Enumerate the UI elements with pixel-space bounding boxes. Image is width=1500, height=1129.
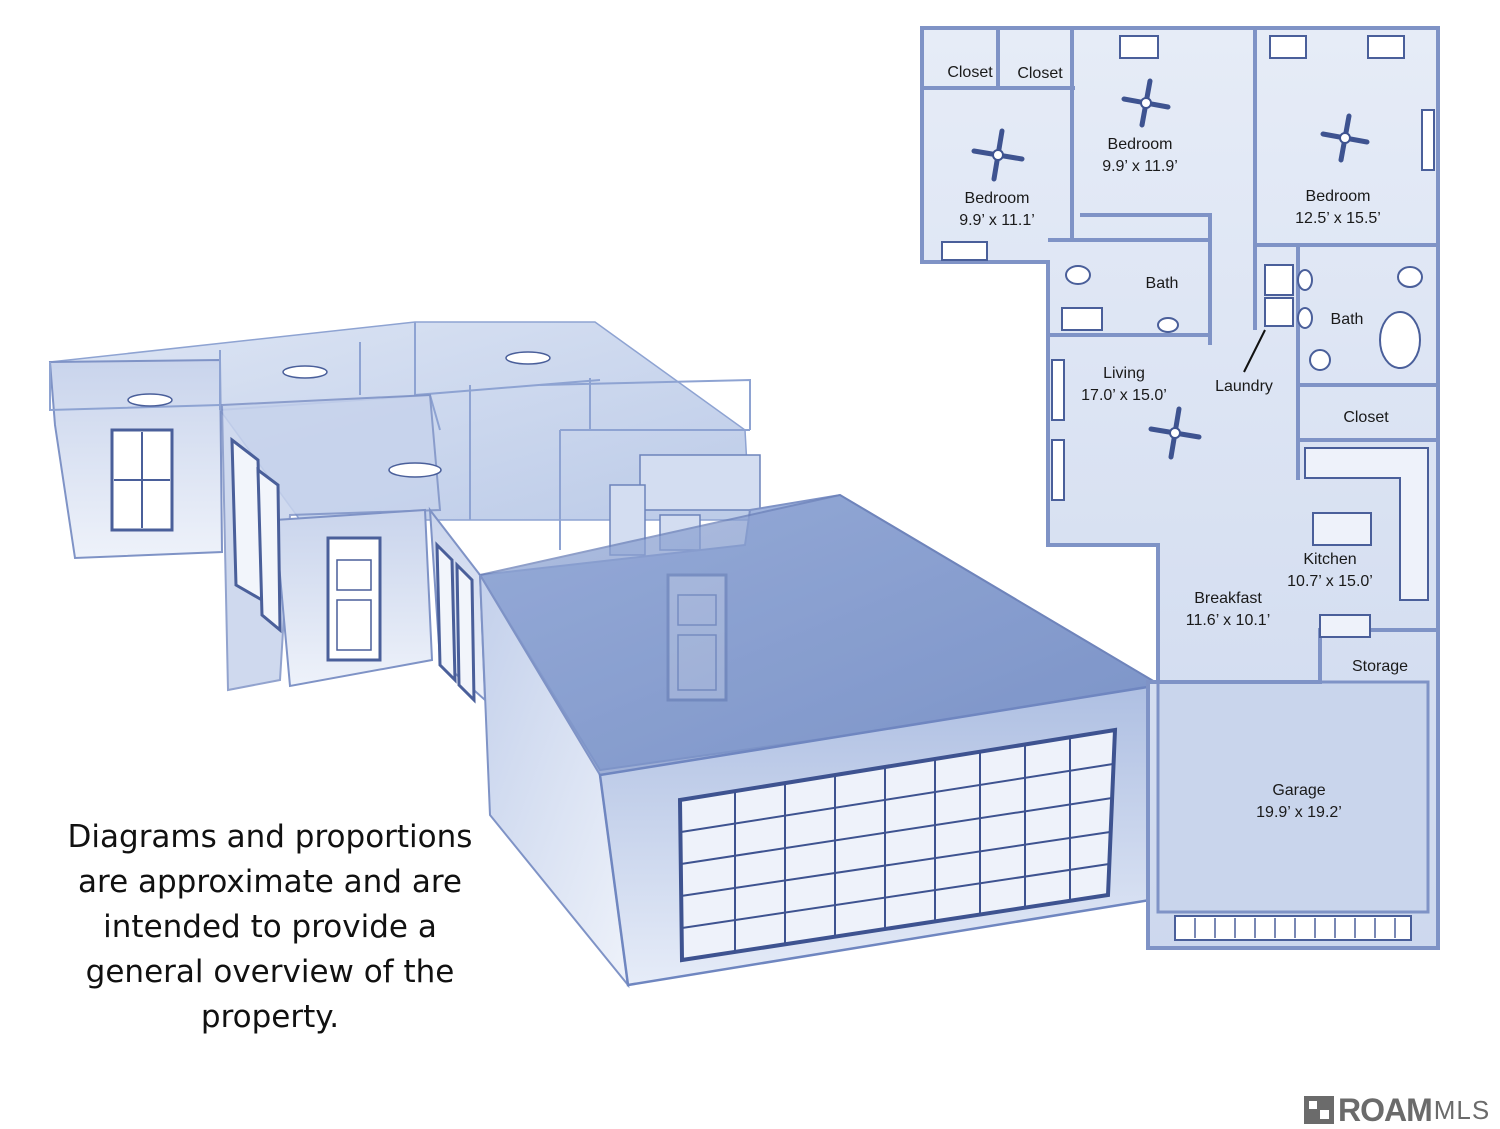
iso-living-windows <box>230 436 282 634</box>
room-dims-living: 17.0’ x 15.0’ <box>1081 387 1167 404</box>
room-name-bedroom-2: Bedroom <box>965 190 1030 207</box>
room-name-bedroom-3: Bedroom <box>1306 188 1371 205</box>
room-dims-kitchen: 10.7’ x 15.0’ <box>1287 573 1373 590</box>
plan-interior-walls <box>922 30 1438 684</box>
laundry-pointer <box>1243 329 1266 373</box>
room-dims-bedroom-2: 9.9’ x 11.1’ <box>959 212 1035 229</box>
roam-mls-logo: ROAM MLS <box>1304 1091 1491 1128</box>
room-name-bath-2: Bath <box>1331 311 1364 328</box>
room-dims-breakfast: 11.6’ x 10.1’ <box>1186 612 1271 629</box>
room-dims-bedroom-3: 12.5’ x 15.5’ <box>1295 210 1381 227</box>
logo-suffix: MLS <box>1433 1094 1491 1125</box>
room-dims-bedroom-1: 9.9’ x 11.9’ <box>1102 158 1178 175</box>
room-name-breakfast: Breakfast <box>1194 590 1262 607</box>
plan-windows <box>941 35 1435 501</box>
room-name-storage: Storage <box>1352 658 1408 675</box>
plan-bath-fixtures <box>1061 265 1423 371</box>
disclaimer-text: Diagrams and proportions are approximate… <box>67 819 473 1035</box>
room-name-bath-1: Bath <box>1146 275 1179 292</box>
iso-garage-door-panels <box>680 737 1114 952</box>
room-name-living: Living <box>1103 365 1145 382</box>
iso-hall-windows <box>435 541 476 704</box>
room-name-closet-3: Closet <box>1343 409 1389 426</box>
plan-ceiling-fan-icons <box>971 78 1370 460</box>
plan-kitchen-counters <box>1304 447 1429 638</box>
iso-door-center <box>326 536 382 662</box>
room-name-bedroom-1: Bedroom <box>1108 136 1173 153</box>
room-name-closet-2: Closet <box>1017 65 1063 82</box>
isometric-house-model <box>48 321 1163 989</box>
iso-garage-door <box>677 727 1118 963</box>
floor-plan: Closet Closet Bedroom 9.9’ x 11.9’ Bedro… <box>920 26 1440 950</box>
logo-brand: ROAM <box>1338 1091 1433 1128</box>
room-name-laundry: Laundry <box>1215 378 1273 395</box>
room-name-closet-1: Closet <box>947 64 993 81</box>
plan-laundry-machines <box>1264 264 1294 327</box>
roam-logo-mark-icon <box>1304 1096 1334 1124</box>
plan-garage <box>1156 680 1430 914</box>
room-name-kitchen: Kitchen <box>1303 551 1356 568</box>
room-dims-garage: 19.9’ x 19.2’ <box>1256 804 1342 821</box>
iso-ceiling-fan-icons <box>127 351 551 478</box>
room-name-garage: Garage <box>1272 782 1325 799</box>
plan-room-labels: Closet Closet Bedroom 9.9’ x 11.9’ Bedro… <box>947 64 1408 821</box>
